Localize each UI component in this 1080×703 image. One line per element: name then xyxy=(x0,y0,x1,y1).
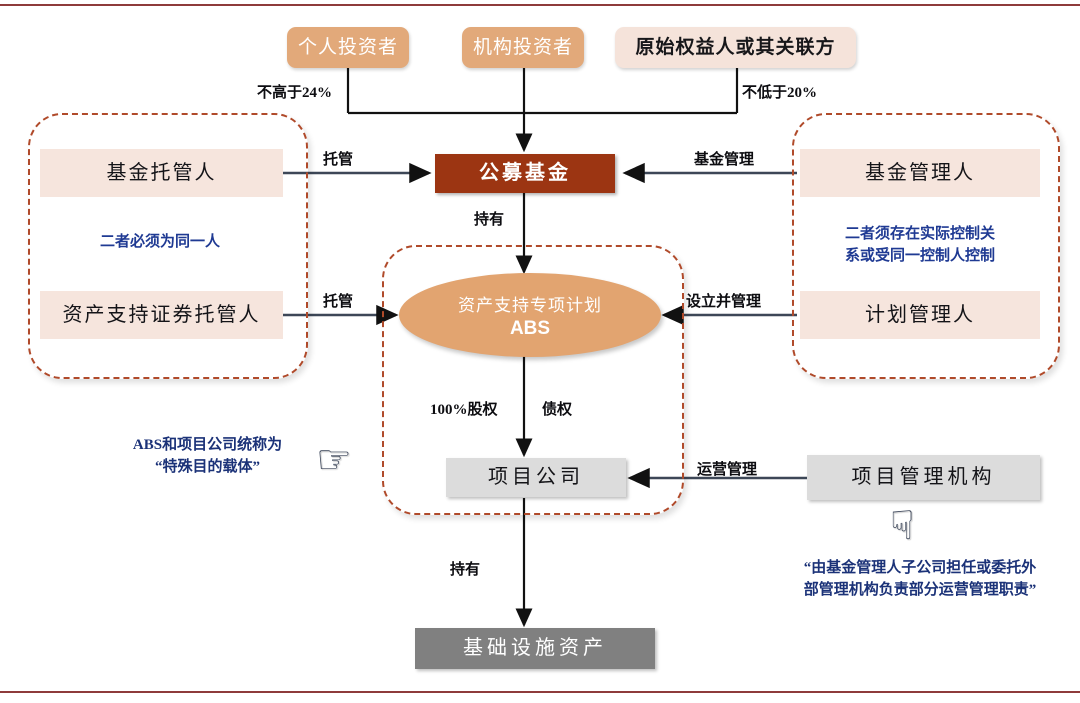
edge-label-operation-management: 运营管理 xyxy=(697,462,758,478)
node-abs-special-plan-label-line2: ABS xyxy=(509,317,551,339)
note-operator-line2: 部管理机构负责部分运营管理职责” xyxy=(803,582,1037,598)
pointing-hand-down-icon: ☟ xyxy=(890,503,915,548)
node-public-fund-label: 公募基金 xyxy=(479,162,571,184)
node-individual-investor[interactable]: 个人投资者 xyxy=(287,27,409,68)
edge-label-hold-project-asset: 持有 xyxy=(450,562,481,578)
node-fund-custodian[interactable]: 基金托管人 xyxy=(40,149,283,197)
node-project-management-org[interactable]: 项目管理机构 xyxy=(807,455,1040,500)
pointing-hand-right-icon: ☞ xyxy=(316,437,352,482)
edge-label-custody-abs: 托管 xyxy=(323,294,354,310)
node-original-equity-holder-label: 原始权益人或其关联方 xyxy=(635,36,836,58)
node-institutional-investor[interactable]: 机构投资者 xyxy=(462,27,584,68)
node-original-equity-holder[interactable]: 原始权益人或其关联方 xyxy=(615,27,856,68)
node-abs-special-plan[interactable]: 资产支持专项计划 ABS xyxy=(399,273,661,357)
node-plan-manager[interactable]: 计划管理人 xyxy=(800,291,1040,339)
node-fund-manager[interactable]: 基金管理人 xyxy=(800,149,1040,197)
note-spv-line2: “特殊目的载体” xyxy=(154,459,260,475)
node-project-management-org-label: 项目管理机构 xyxy=(851,466,996,488)
note-operator-line1: “由基金管理人子公司担任或委托外 xyxy=(803,560,1037,576)
group-box-spv xyxy=(382,245,684,515)
node-project-company[interactable]: 项目公司 xyxy=(446,458,626,497)
edge-label-custody-fund: 托管 xyxy=(323,152,354,168)
note-custodian-same-person: 二者必须为同一人 xyxy=(99,234,220,250)
percent-label-left: 不高于24% xyxy=(257,85,333,101)
node-public-fund[interactable]: 公募基金 xyxy=(435,154,615,193)
edge-label-fund-management: 基金管理 xyxy=(694,152,755,168)
note-spv-line1: ABS和项目公司统称为 xyxy=(132,437,283,453)
edge-label-creditor-right: 债权 xyxy=(542,402,573,418)
note-manager-control-line2: 系或受同一控制人控制 xyxy=(844,248,995,264)
node-abs-securities-custodian-label: 资产支持证券托管人 xyxy=(62,303,261,326)
bottom-divider-rule xyxy=(0,691,1080,693)
edge-label-hold-fund-abs: 持有 xyxy=(474,212,505,228)
node-fund-manager-label: 基金管理人 xyxy=(865,161,975,184)
node-plan-manager-label: 计划管理人 xyxy=(865,303,975,326)
node-project-company-label: 项目公司 xyxy=(488,466,584,488)
group-box-managers xyxy=(792,113,1060,379)
node-fund-custodian-label: 基金托管人 xyxy=(106,161,217,184)
node-infrastructure-asset-label: 基础设施资产 xyxy=(463,637,607,659)
top-divider-rule xyxy=(0,4,1080,6)
node-abs-special-plan-label-line1: 资产支持专项计划 xyxy=(458,295,602,315)
note-manager-control-line1: 二者须存在实际控制关 xyxy=(844,226,995,242)
group-box-custodians xyxy=(28,113,308,379)
percent-label-right: 不低于20% xyxy=(742,85,818,101)
node-infrastructure-asset[interactable]: 基础设施资产 xyxy=(415,628,655,669)
edge-label-equity-100: 100%股权 xyxy=(430,402,498,418)
node-individual-investor-label: 个人投资者 xyxy=(297,36,398,58)
node-abs-securities-custodian[interactable]: 资产支持证券托管人 xyxy=(40,291,283,339)
node-institutional-investor-label: 机构投资者 xyxy=(472,36,573,58)
edge-label-establish-and-manage: 设立并管理 xyxy=(686,294,762,310)
